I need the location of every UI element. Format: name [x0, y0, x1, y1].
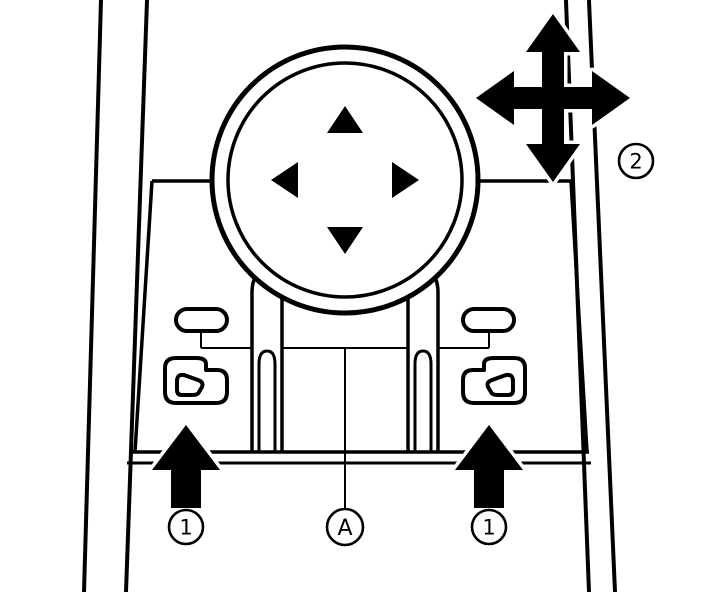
mirror-adjust-dial: [209, 44, 481, 316]
mirror-icon: [485, 372, 515, 397]
press-arrow-left-icon: [148, 421, 224, 512]
press-arrow-right-icon: [451, 421, 527, 512]
callout-label: 1: [482, 516, 495, 540]
callout-circle: [167, 508, 205, 546]
switch-stem-left: [250, 269, 284, 453]
dial-down-arrow-icon: [327, 227, 363, 254]
mirror-select-left-button: [163, 356, 229, 405]
door-trim-left-edge: [82, 0, 149, 592]
dial-right-arrow-icon: [392, 162, 419, 198]
callout-1-left: 1: [167, 508, 205, 546]
dial-left-arrow-icon: [271, 162, 298, 198]
callout-1-right: 1: [470, 508, 508, 546]
trim-line: [124, 0, 149, 592]
mirror-select-right-button: [461, 356, 527, 405]
stem-inner: [413, 349, 433, 453]
callout-label: 2: [629, 150, 642, 174]
callout-a: A: [325, 507, 365, 547]
callout-circle: [470, 508, 508, 546]
callout-2: 2: [617, 142, 655, 180]
trim-line: [82, 0, 103, 592]
callout-circle: [325, 507, 365, 547]
dial-up-arrow-icon: [327, 106, 363, 133]
stem-inner: [257, 349, 277, 453]
indicator-lamp-left: [174, 307, 229, 333]
mirror-icon: [175, 372, 205, 397]
panel-right-line: [569, 180, 589, 453]
switch-stem-right: [406, 269, 440, 453]
callout-label: A: [337, 516, 352, 541]
indicator-lamp-right: [461, 307, 516, 333]
callout-label: 1: [179, 516, 192, 540]
four-way-arrow-icon: [472, 10, 634, 186]
callout-circle: [617, 142, 655, 180]
panel-left-line: [133, 180, 154, 453]
dial-inner-face: [226, 61, 464, 299]
connector-lines: [200, 331, 490, 510]
